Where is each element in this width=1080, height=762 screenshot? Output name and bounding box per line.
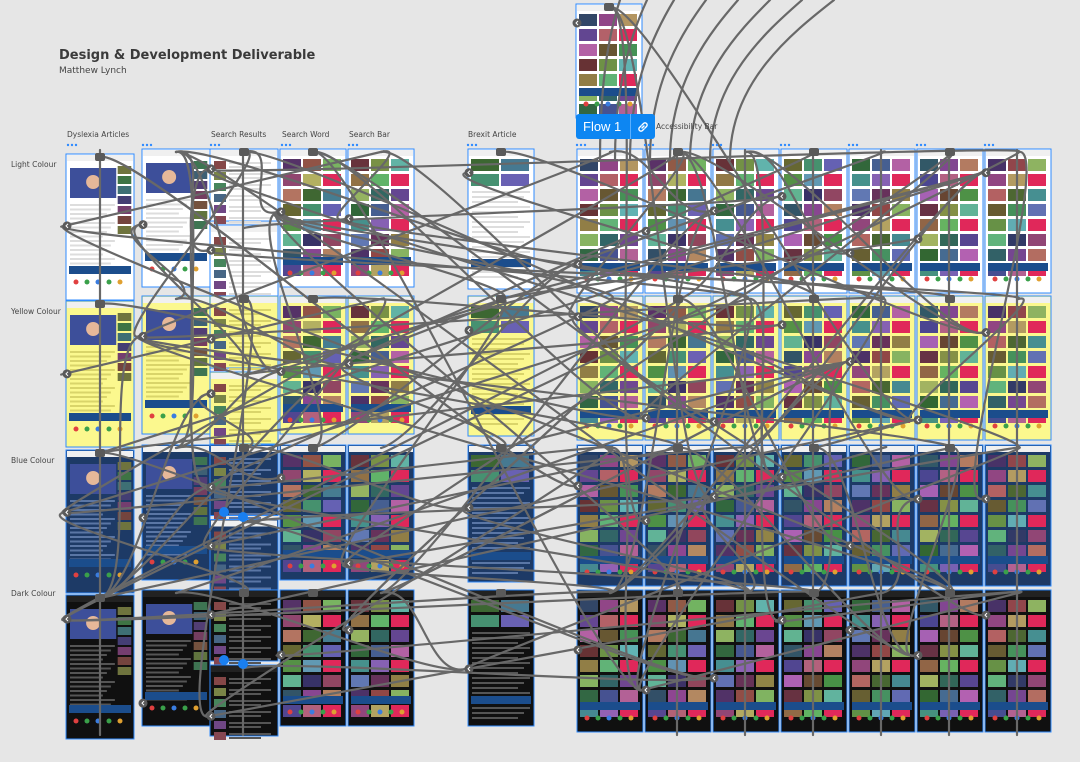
artboard-yellow-dyslexia-2[interactable]	[141, 295, 211, 435]
artboard-flow-start[interactable]	[575, 3, 643, 131]
row-label-yellow: Yellow Colour	[11, 307, 61, 316]
connector-handles[interactable]	[62, 3, 991, 721]
document-author: Matthew Lynch	[59, 66, 127, 76]
column-label-search-word: Search Word	[282, 130, 330, 139]
column-label-search-bar: Search Bar	[349, 130, 390, 139]
selected-handle[interactable]	[219, 507, 229, 517]
artboard-light-accessibility-1[interactable]	[576, 148, 644, 294]
document-title: Design & Development Deliverable	[59, 48, 316, 63]
artboard-dark-accessibility-1[interactable]	[576, 589, 644, 733]
column-label-brexit: Brexit Article	[468, 130, 517, 139]
row-label-light: Light Colour	[11, 160, 57, 169]
flow-badge[interactable]: Flow 1	[576, 114, 655, 139]
prototype-connectors	[58, 0, 1028, 737]
selected-handle[interactable]	[238, 512, 248, 522]
selected-handle[interactable]	[238, 659, 248, 669]
artboard-dark-dyslexia-2[interactable]	[141, 589, 211, 727]
row-label-dark: Dark Colour	[11, 589, 56, 598]
column-label-search-results: Search Results	[211, 130, 267, 139]
column-label-accessibility: Accessibility Bar	[656, 122, 718, 131]
row-label-blue: Blue Colour	[11, 456, 55, 465]
link-icon[interactable]	[631, 120, 655, 134]
selected-handle[interactable]	[219, 655, 229, 665]
flow-badge-label[interactable]: Flow 1	[583, 119, 622, 134]
column-label-dyslexia: Dyslexia Articles	[67, 130, 130, 139]
flow-badge-divider	[630, 114, 632, 139]
